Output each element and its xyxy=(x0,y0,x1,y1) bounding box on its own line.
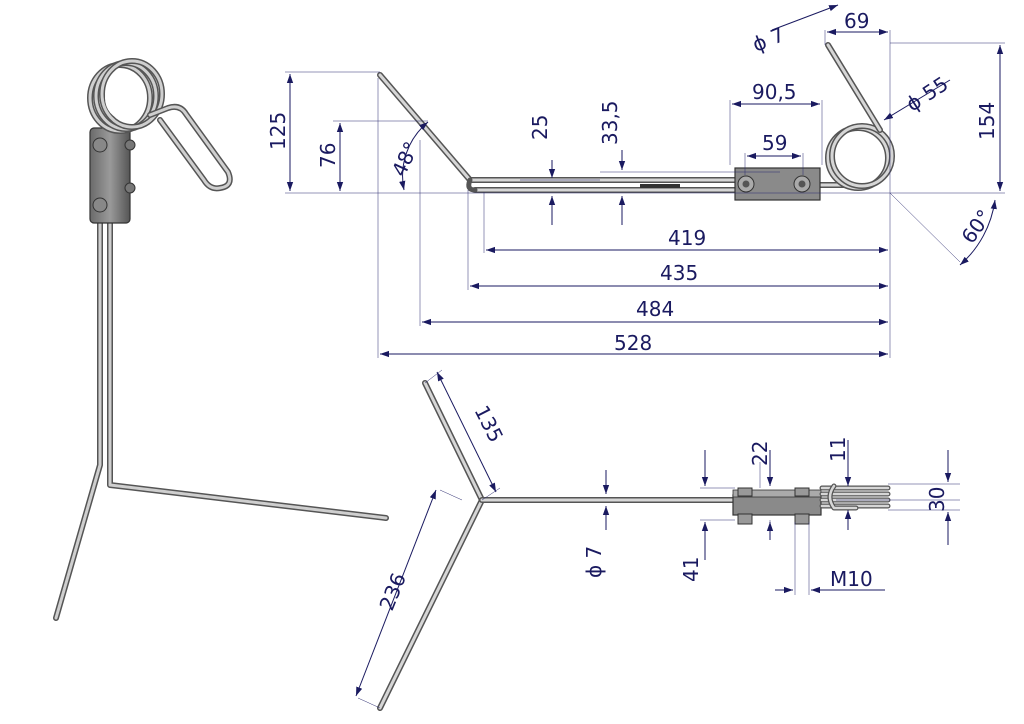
iso-clamp xyxy=(89,127,136,224)
dim-overall-height: 154 xyxy=(975,102,999,140)
top-tine-rod xyxy=(377,380,738,711)
dim-bend-angle: 48° xyxy=(387,138,424,180)
isometric-view xyxy=(53,58,389,621)
iso-coil xyxy=(87,58,165,134)
top-dimension-lines xyxy=(355,371,952,697)
side-coil xyxy=(825,42,895,191)
dim-clamp-top-offset: 33,5 xyxy=(598,100,622,145)
dim-length-435: 435 xyxy=(660,261,698,285)
dim-lower-arm-length: 236 xyxy=(374,569,411,613)
side-dimension-lines xyxy=(286,4,1004,358)
dim-length-419: 419 xyxy=(668,226,706,250)
dim-coil-diameter: ϕ 55 xyxy=(902,72,953,117)
dim-wire-diameter-bottom: ϕ 7 xyxy=(582,546,606,578)
side-view xyxy=(285,4,1005,358)
dim-coil-width: 30 xyxy=(925,487,949,512)
dim-tine-height: 125 xyxy=(266,112,290,150)
dim-coil-offset: 69 xyxy=(844,9,869,33)
dim-bolt-thread: M10 xyxy=(830,567,873,591)
dim-length-484: 484 xyxy=(636,297,674,321)
iso-tine-rod xyxy=(53,219,389,621)
dim-clamp-height: 41 xyxy=(679,557,703,582)
side-tine-rod xyxy=(377,72,848,193)
top-bolt-head-right xyxy=(794,487,810,497)
dim-bolt-spacing: 59 xyxy=(762,131,787,155)
iso-bolt-upper xyxy=(92,137,108,153)
dim-bend-height: 76 xyxy=(316,143,340,168)
top-bolt-head-left xyxy=(737,487,753,497)
dim-wire-diameter-top: ϕ 7 xyxy=(749,22,788,56)
dim-clamp-thickness: 22 xyxy=(748,441,772,466)
iso-loop xyxy=(147,103,233,192)
top-coil xyxy=(819,483,891,511)
top-extension-lines xyxy=(357,369,960,709)
iso-bolt-lower xyxy=(92,197,108,213)
dim-length-528: 528 xyxy=(614,331,652,355)
dim-clamp-width: 90,5 xyxy=(752,80,797,104)
dim-clamp-offset: 25 xyxy=(528,115,552,140)
dim-coil-angle: 60° xyxy=(956,205,996,248)
dimension-labels: ϕ 7 69 ϕ 55 154 125 76 48° 25 33,5 90,5 … xyxy=(266,9,999,614)
dim-upper-arm-length: 135 xyxy=(470,401,509,446)
dim-plate-thickness: 11 xyxy=(826,437,850,462)
side-clamp xyxy=(734,167,821,201)
top-clamp xyxy=(732,487,822,525)
top-view xyxy=(355,369,960,711)
